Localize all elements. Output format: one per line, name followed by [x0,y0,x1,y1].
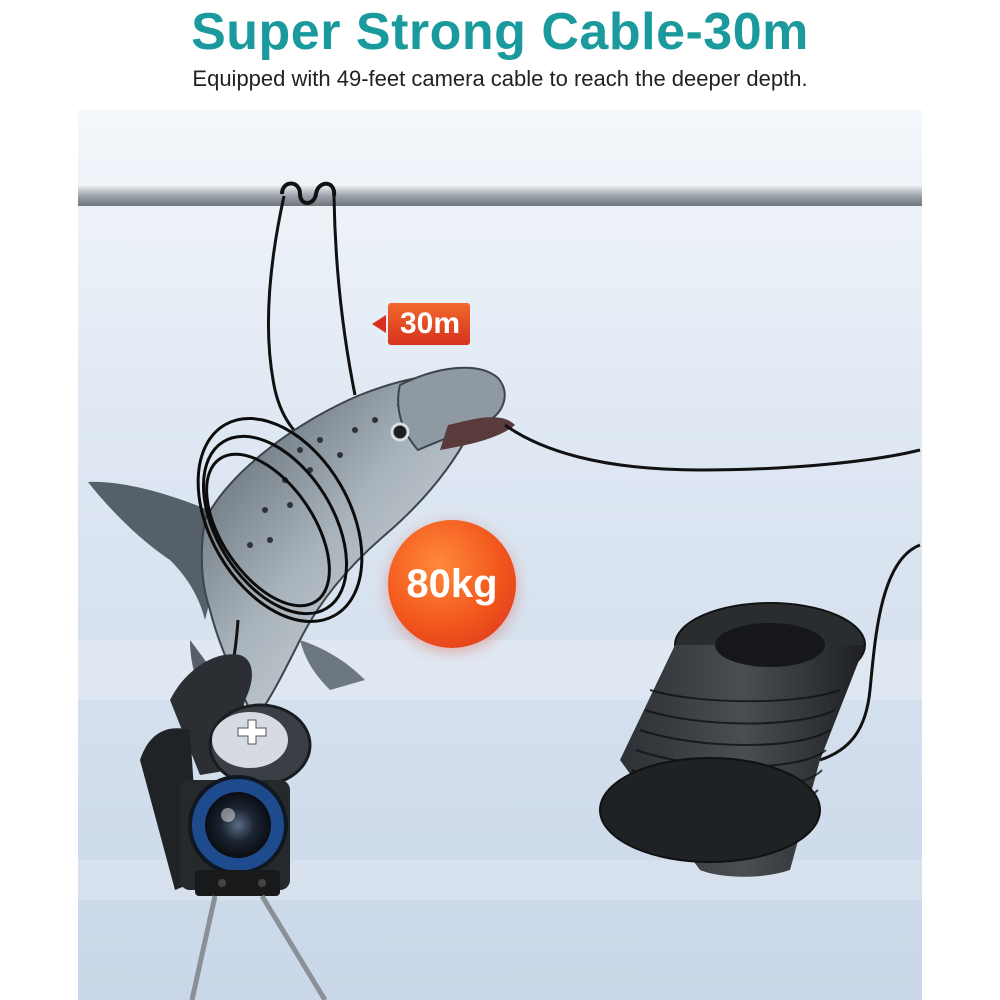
cable-to-reel [819,543,921,762]
cable-reel [599,602,866,877]
cable-hook [280,181,337,205]
cable-right-strand [332,195,357,396]
underwater-camera [140,654,328,1000]
arrow-left-icon [372,315,386,333]
support-rod [78,186,922,206]
cable-length-badge: 30m [372,303,471,345]
weight-label: 80kg [406,562,498,606]
fish-fin [300,640,365,690]
cable-wraps [196,417,364,623]
cable-to-reel [504,423,921,472]
header: Super Strong Cable-30m Equipped with 49-… [0,0,1000,110]
page-title: Super Strong Cable-30m [191,3,809,61]
fish-spots [247,402,403,548]
page-subtitle: Equipped with 49-feet camera cable to re… [192,66,808,91]
weight-badge: 80kg [388,520,516,648]
fish-tail [88,481,230,620]
cable-length-label: 30m [388,303,471,345]
fish-eye [390,422,410,442]
fish-mouth [440,417,515,450]
